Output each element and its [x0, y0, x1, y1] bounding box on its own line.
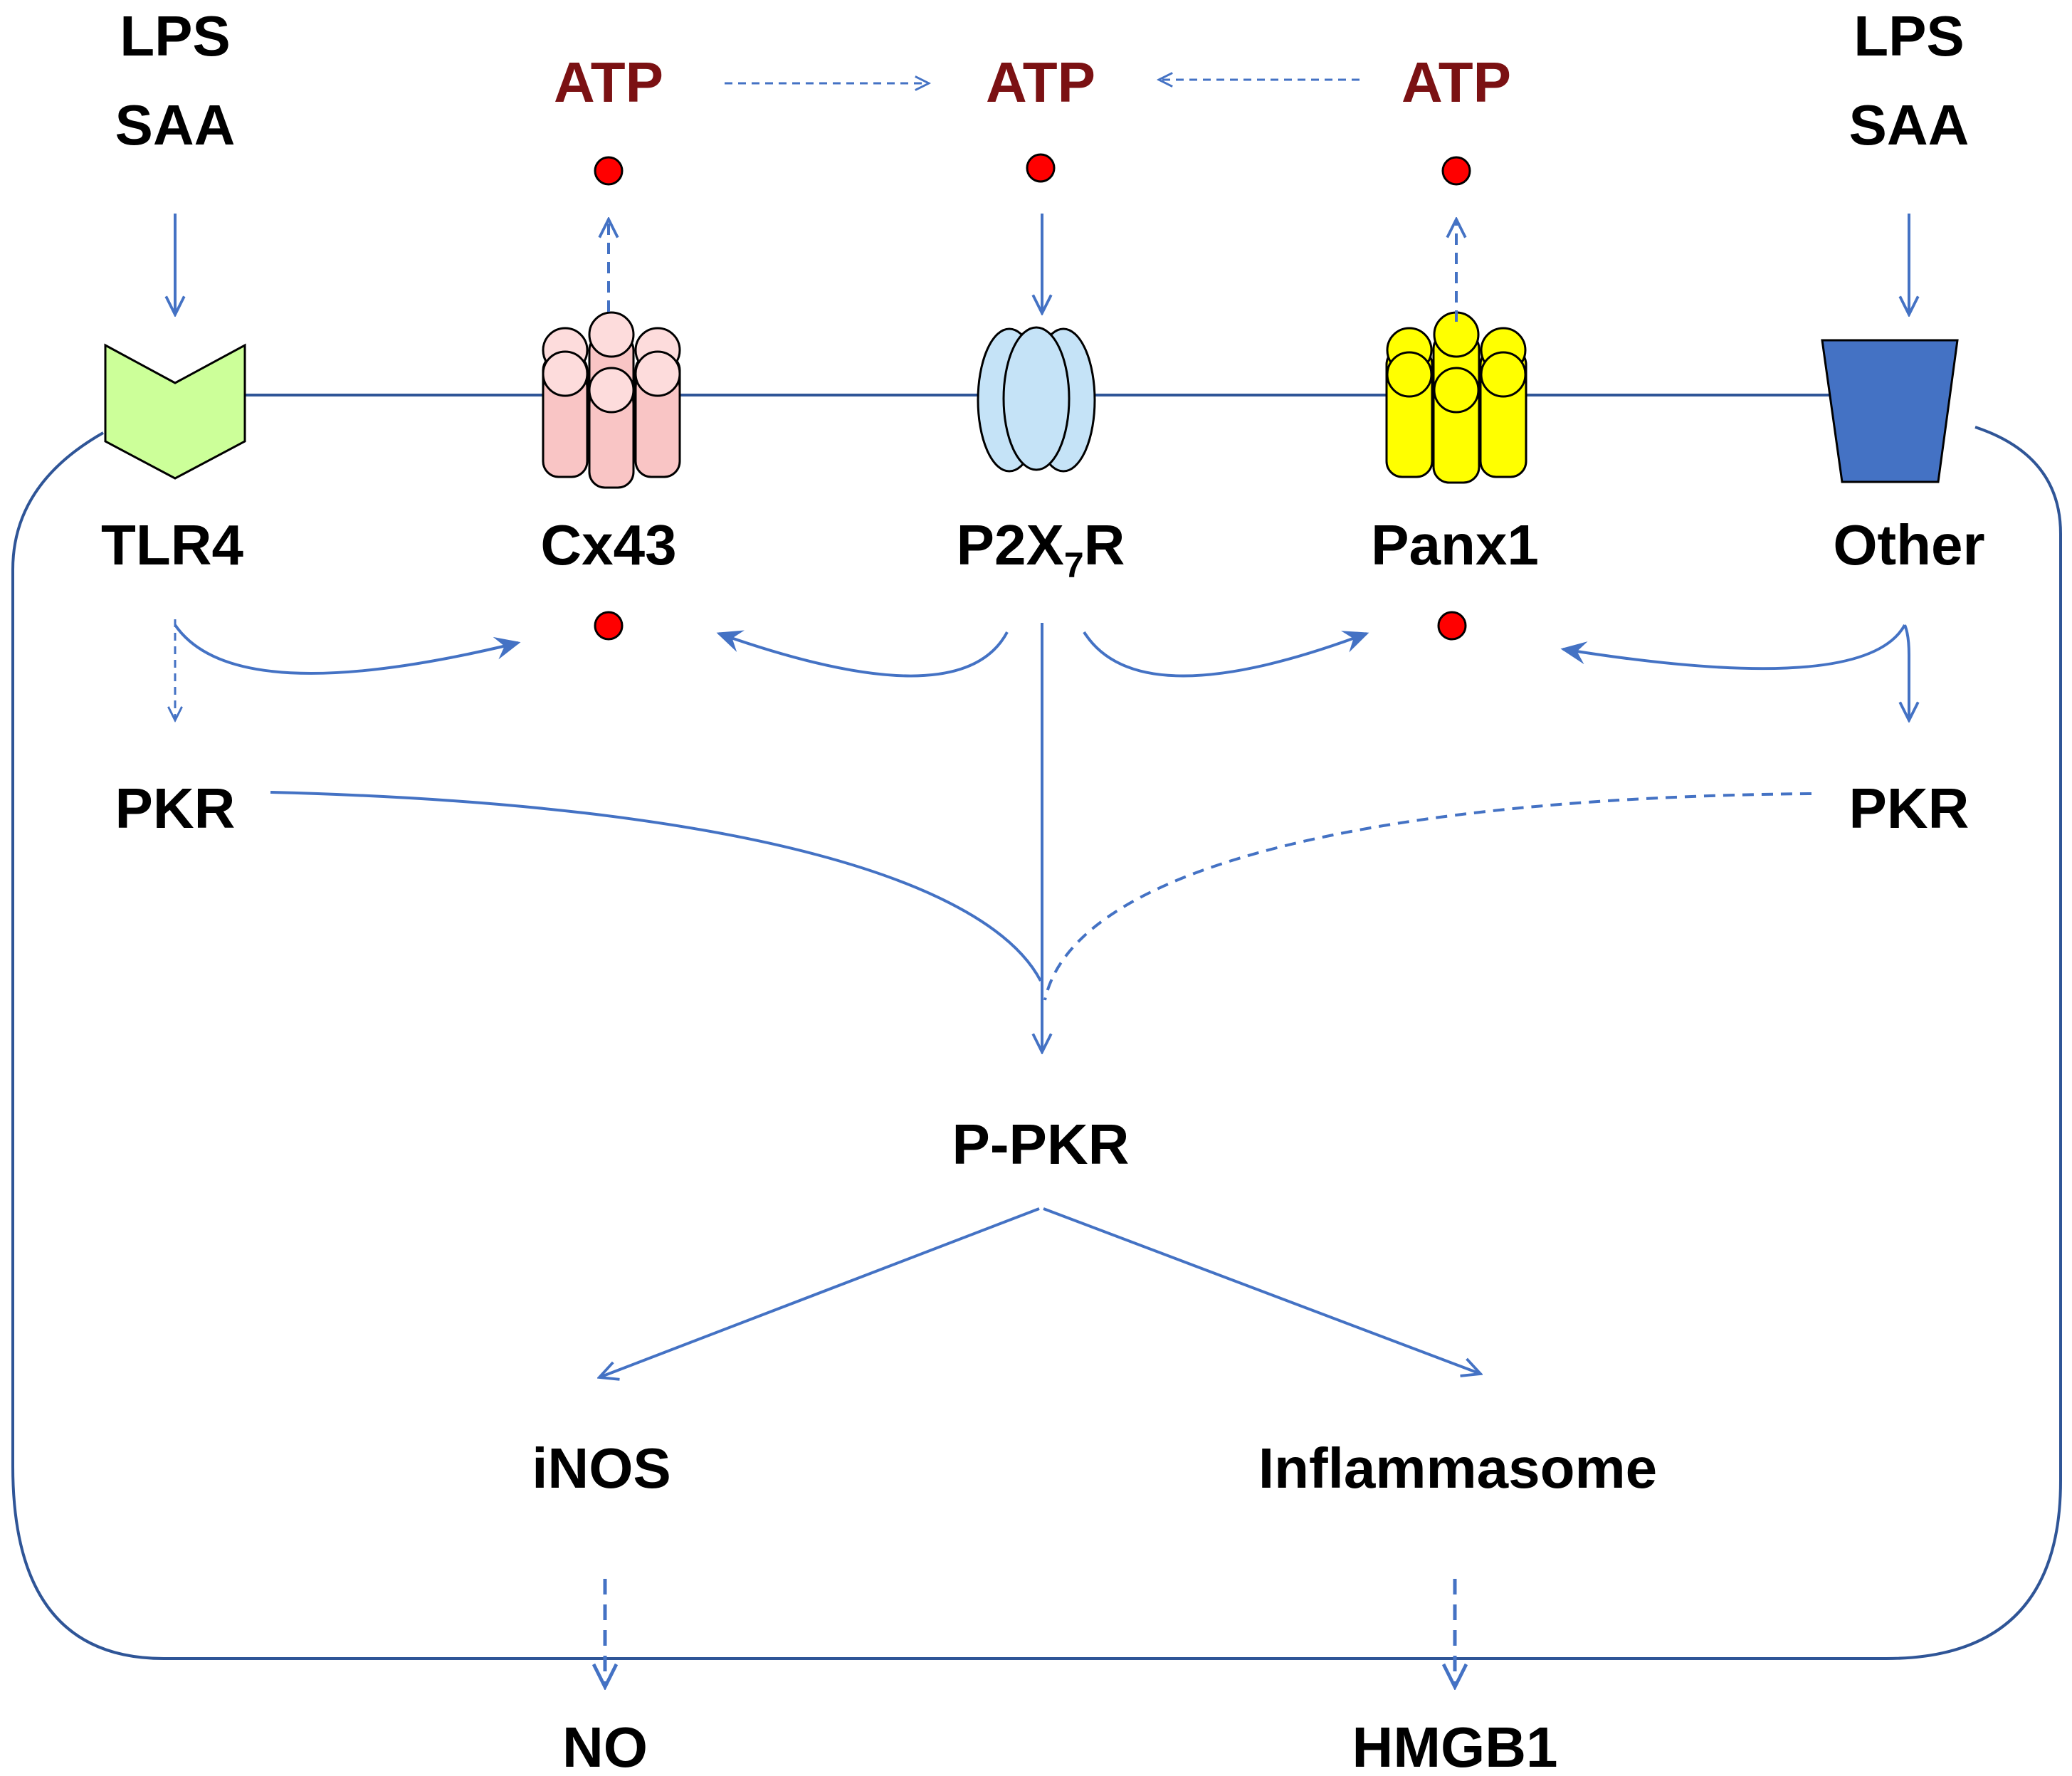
cx43-label: Cx43: [540, 513, 676, 577]
p2x7r-label: P2X7R: [957, 513, 1125, 585]
arrow: [270, 791, 1042, 982]
inos-label: iNOS: [532, 1436, 671, 1500]
atp-label-center: ATP: [986, 51, 1095, 114]
arrow: [1560, 624, 1906, 671]
saa-label-left: SAA: [115, 93, 236, 157]
pannexin-channel-icon: [1385, 311, 1527, 484]
no-label: NO: [562, 1715, 648, 1776]
connexin-hemichannel-icon: [542, 311, 681, 489]
arrow: [599, 1207, 1040, 1377]
atp-dot: [594, 611, 624, 641]
pkr-label-left: PKR: [115, 777, 236, 840]
pkr-label-right: PKR: [1849, 777, 1970, 840]
atp-dot: [1437, 611, 1467, 641]
inflammasome-label: Inflammasome: [1258, 1436, 1657, 1500]
arrow: [716, 630, 1009, 678]
tlr4-label: TLR4: [101, 513, 244, 577]
other-label: Other: [1833, 513, 1984, 577]
other-receptor-icon: [1821, 339, 1959, 483]
saa-label-right: SAA: [1849, 93, 1970, 157]
atp-label-right: ATP: [1402, 51, 1511, 114]
atp-dot: [1441, 156, 1471, 186]
cell-membrane: [11, 394, 2062, 1660]
tlr4-receptor-icon: [104, 343, 246, 480]
lps-label-left: LPS: [120, 4, 231, 68]
atp-dot: [594, 156, 624, 186]
arrow: [1043, 792, 1812, 1001]
arrow: [1043, 1207, 1481, 1374]
atp-label-left: ATP: [554, 51, 663, 114]
panx1-label: Panx1: [1371, 513, 1539, 577]
arrow: [1083, 631, 1369, 678]
atp-dot: [1026, 153, 1056, 183]
p-pkr-label: P-PKR: [952, 1113, 1130, 1176]
lps-label-right: LPS: [1853, 4, 1965, 68]
arrow: [174, 624, 521, 675]
hmgb1-label: HMGB1: [1352, 1715, 1558, 1776]
p2x7-receptor-icon: [977, 326, 1096, 473]
arrow: [1905, 624, 1909, 720]
